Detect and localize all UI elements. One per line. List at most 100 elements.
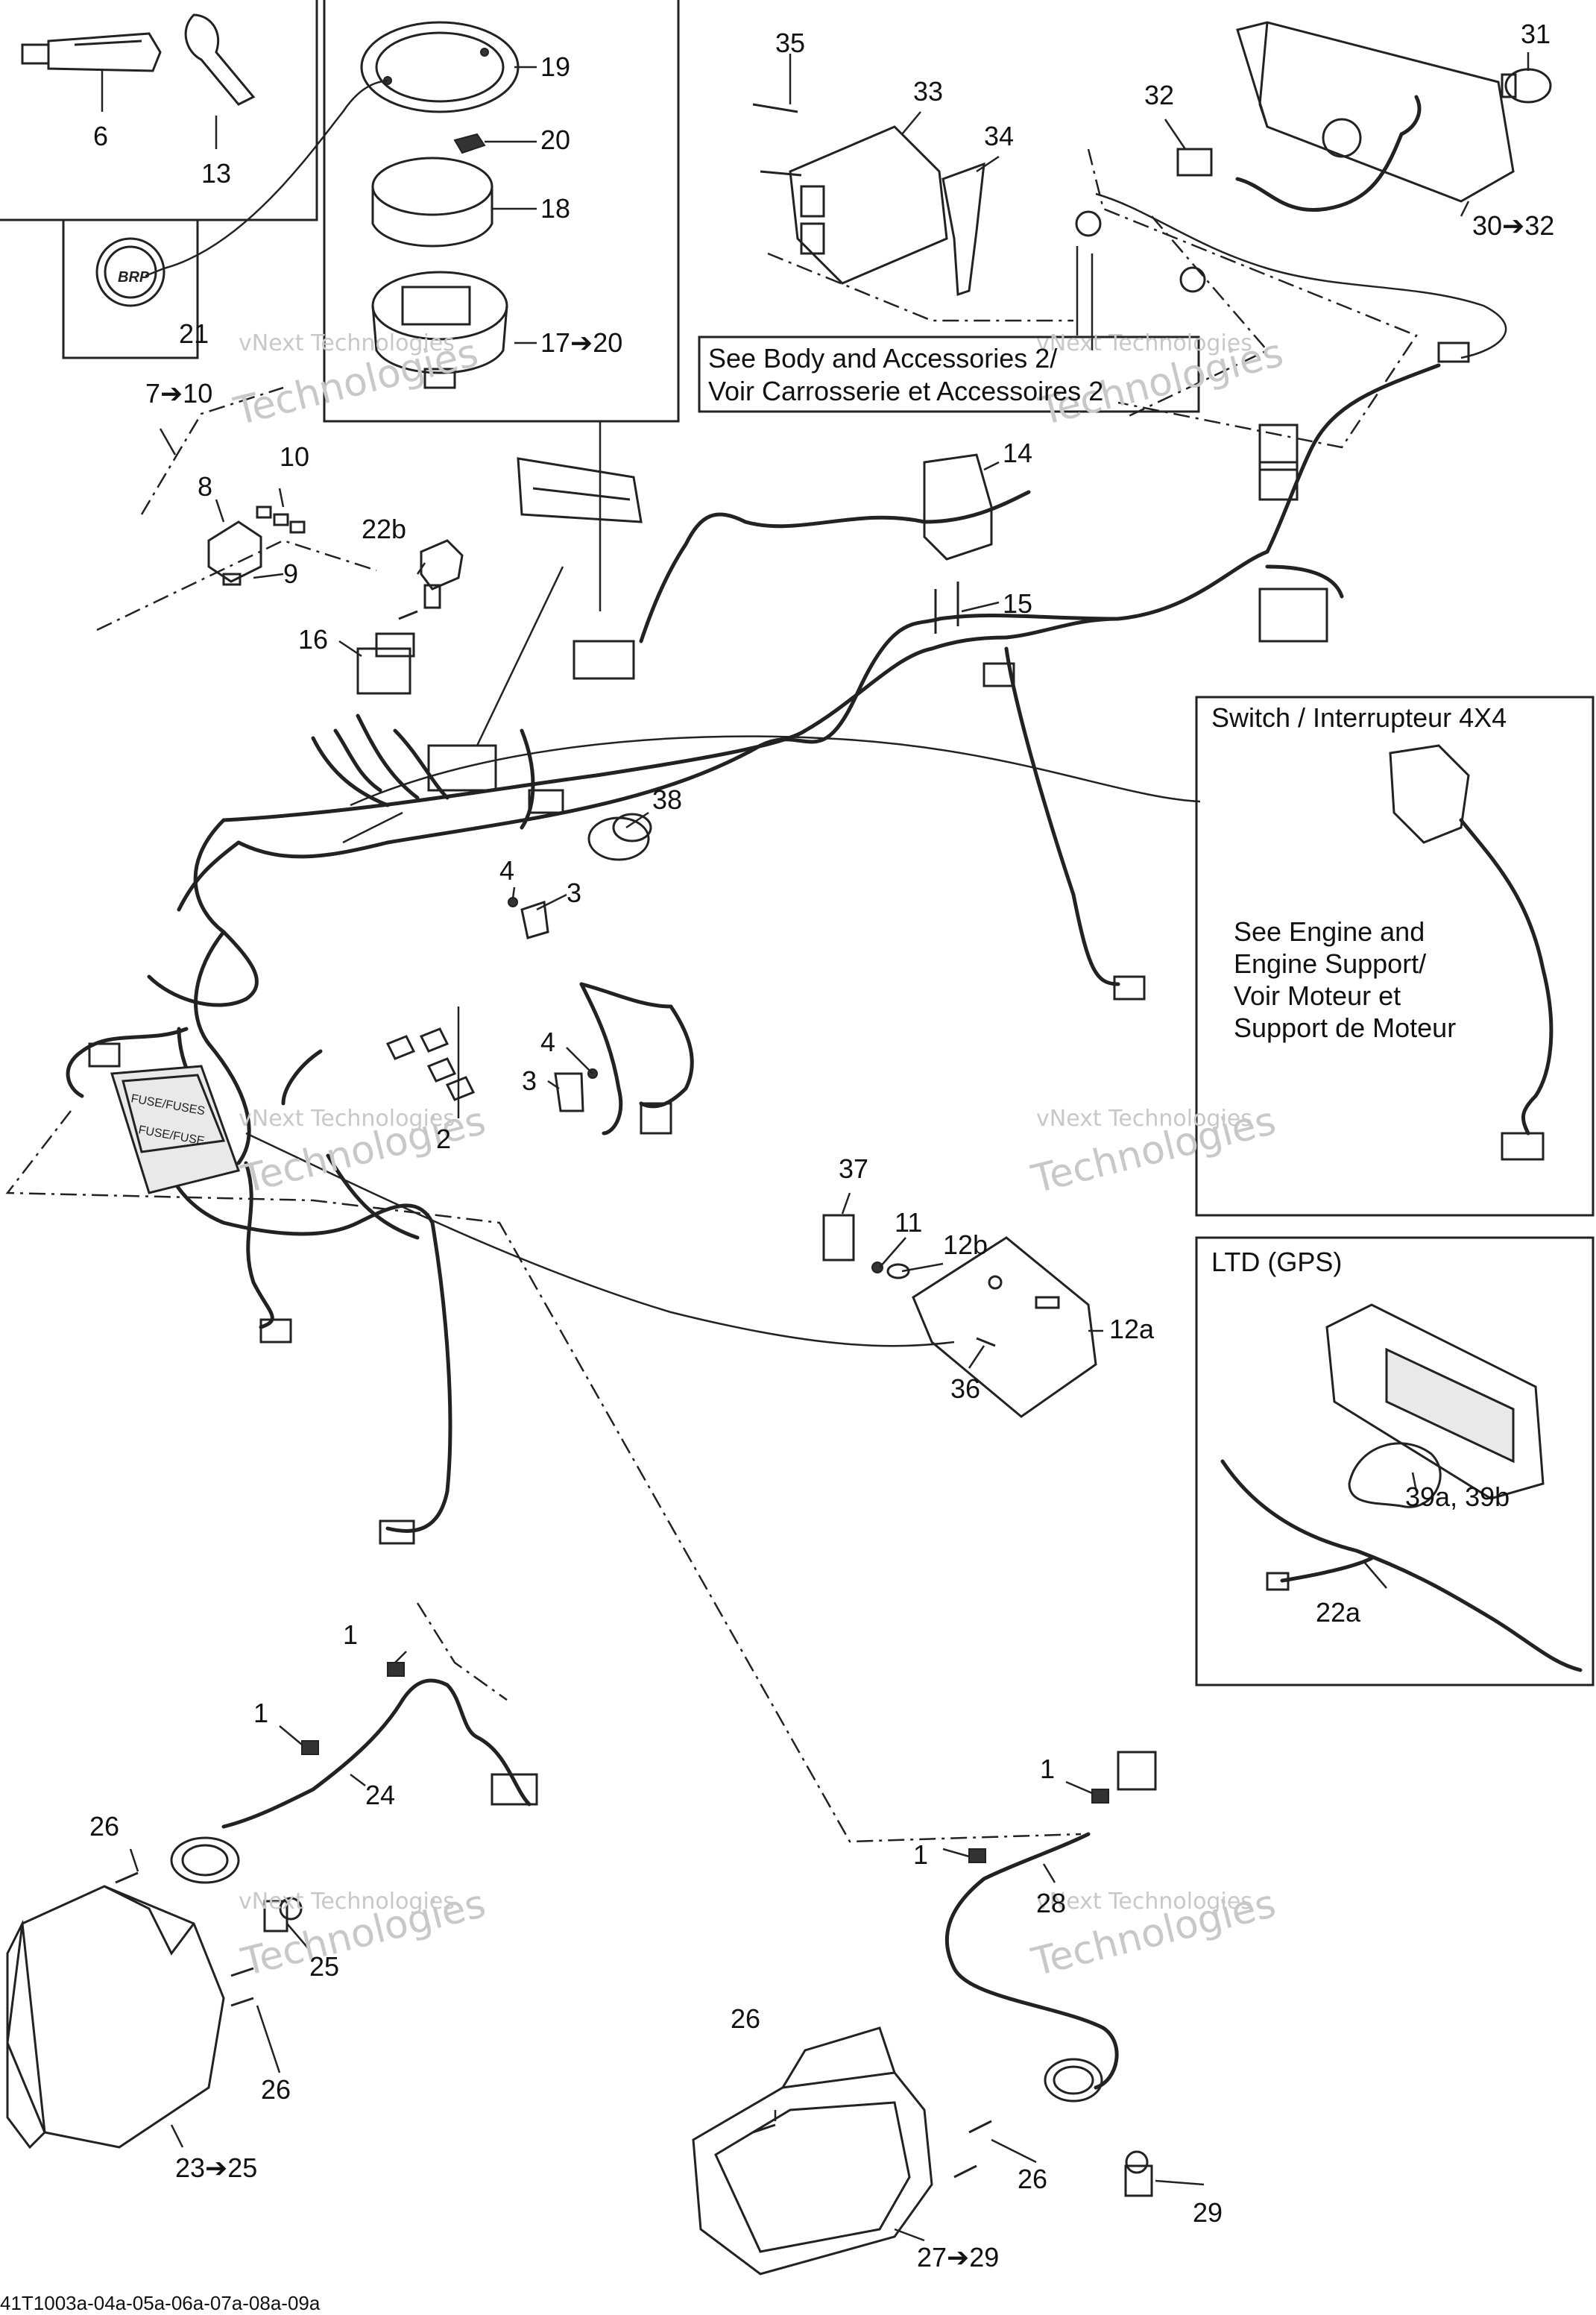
- callout-15: 15: [1003, 588, 1032, 619]
- gps-box: [1195, 1236, 1595, 1686]
- part-8-10-connector: [207, 505, 306, 586]
- callout-27-29: 27➔29: [917, 2242, 999, 2273]
- callout-22b: 22b: [362, 514, 406, 544]
- switch-box-note-2: Engine Support/: [1234, 948, 1426, 979]
- callout-26c: 26: [731, 2003, 760, 2034]
- part-34-bracket: [941, 162, 985, 297]
- part-19-ring: [360, 21, 520, 113]
- callout-6: 6: [93, 121, 108, 151]
- part-16-relay: [356, 632, 415, 695]
- part-30-taillight: [1236, 21, 1515, 203]
- part-3-bracket-b: [554, 1072, 584, 1112]
- ring-left: [170, 1836, 240, 1884]
- part-35-screws: [752, 103, 802, 177]
- footer-code: 41T1003a-04a-05a-06a-07a-08a-09a: [0, 2292, 321, 2314]
- callout-3a: 3: [567, 878, 581, 908]
- fuse-box: FUSE/FUSES FUSE/FUSE: [110, 1065, 240, 1194]
- callout-20: 20: [540, 125, 570, 155]
- callout-1d: 1: [913, 1839, 928, 1870]
- callout-9: 9: [283, 558, 298, 589]
- switch-4x4-part: [1389, 744, 1545, 1161]
- callout-31: 31: [1521, 19, 1551, 49]
- callout-29: 29: [1193, 2197, 1223, 2228]
- taillight-wire: [1235, 132, 1404, 212]
- part-12a-bracket: [912, 1236, 1097, 1418]
- switch-box-title: Switch / Interrupteur 4X4: [1211, 702, 1507, 733]
- part-38-ignition-switch: [528, 789, 652, 861]
- switch-box-text: Switch / Interrupteur 4X4 See Engine and…: [1211, 702, 1507, 1043]
- callout-39: 39a, 39b: [1405, 1481, 1510, 1512]
- callout-36: 36: [950, 1373, 980, 1404]
- callout-23-25: 23➔25: [175, 2152, 257, 2183]
- part-33-module: [789, 125, 948, 285]
- callout-11: 11: [895, 1207, 922, 1238]
- instrument-connector: [517, 457, 643, 523]
- callout-4b: 4: [540, 1027, 555, 1057]
- part-13-cable-tie: [184, 13, 256, 106]
- callout-30-32: 30➔32: [1472, 210, 1554, 241]
- callout-12b: 12b: [943, 1229, 988, 1260]
- part-26-screws: [115, 1871, 992, 2179]
- watermarks: vNext Technologies Technologies vNext Te…: [230, 330, 1288, 1985]
- watermark: vNext Technologies: [239, 1106, 455, 1132]
- part-14-switch: [923, 453, 993, 634]
- part-23-headlamp-left: [6, 1885, 225, 2149]
- switch-box-note-4: Support de Moteur: [1234, 1012, 1456, 1043]
- callout-4a: 4: [499, 855, 514, 886]
- callout-1c: 1: [1040, 1754, 1055, 1784]
- body-reference-box: [698, 336, 1200, 413]
- callout-17-20: 17➔20: [540, 327, 622, 358]
- callout-8: 8: [198, 471, 212, 502]
- callout-32: 32: [1144, 80, 1174, 110]
- body-reference-text: See Body and Accessories 2/ Voir Carross…: [708, 343, 1103, 406]
- callout-26a: 26: [89, 1811, 119, 1842]
- gps-unit: [1220, 1303, 1583, 1672]
- harness-connector-a: [573, 640, 635, 680]
- part-27-headlamp-right: [692, 2026, 933, 2275]
- part-29-bulb-right: [1124, 2150, 1153, 2197]
- part-21-cover: BRP: [95, 237, 165, 307]
- callout-13: 13: [201, 158, 231, 189]
- part-22b-plug: [398, 539, 464, 620]
- callout-22a: 22a: [1316, 1597, 1361, 1628]
- callout-33: 33: [913, 76, 943, 107]
- body-reference-line-1: See Body and Accessories 2/: [708, 343, 1057, 374]
- callout-18: 18: [540, 193, 570, 224]
- leader-lines: [101, 52, 1530, 2242]
- part-18-gauge-cap: [371, 157, 493, 248]
- part-11-nut: [871, 1262, 883, 1273]
- callout-3b: 3: [522, 1065, 537, 1096]
- callout-26b: 26: [261, 2074, 291, 2105]
- callout-38: 38: [652, 784, 682, 815]
- harness-connector-b: [427, 744, 497, 792]
- watermark: vNext Technologies: [239, 1889, 455, 1915]
- part-25-bulb-left: [263, 1897, 303, 1933]
- bracket-lead: [245, 1132, 955, 1347]
- switch-lead: [350, 735, 1201, 807]
- watermark: vNext Technologies: [1036, 1106, 1252, 1132]
- part-2-clips: [385, 1027, 476, 1101]
- harness-24: [400, 1678, 532, 1807]
- switch-4x4-box: [1195, 696, 1595, 1217]
- grommet-a: [1075, 210, 1102, 237]
- callout-19: 19: [540, 51, 570, 82]
- body-reference-line-2: Voir Carrosserie et Accessoires 2: [708, 376, 1103, 406]
- callout-16: 16: [298, 624, 328, 655]
- part-17-gauge-body: [371, 271, 508, 389]
- harness-connectors: [88, 341, 1470, 1806]
- callout-2: 2: [436, 1124, 451, 1154]
- callout-12a: 12a: [1109, 1314, 1155, 1344]
- callout-25: 25: [309, 1951, 339, 1982]
- callout-21: 21: [179, 318, 209, 349]
- gps-box-title: LTD (GPS): [1211, 1247, 1342, 1277]
- callout-1a: 1: [343, 1619, 358, 1650]
- brp-logo: BRP: [118, 269, 150, 286]
- switch-box-note-3: Voir Moteur et: [1234, 980, 1401, 1011]
- watermark: vNext Technologies: [1036, 1889, 1252, 1915]
- part-4-nut-a: [508, 897, 518, 907]
- part-3-bracket-a: [520, 900, 549, 939]
- part-32-socket: [1176, 148, 1213, 177]
- callout-28: 28: [1036, 1888, 1066, 1918]
